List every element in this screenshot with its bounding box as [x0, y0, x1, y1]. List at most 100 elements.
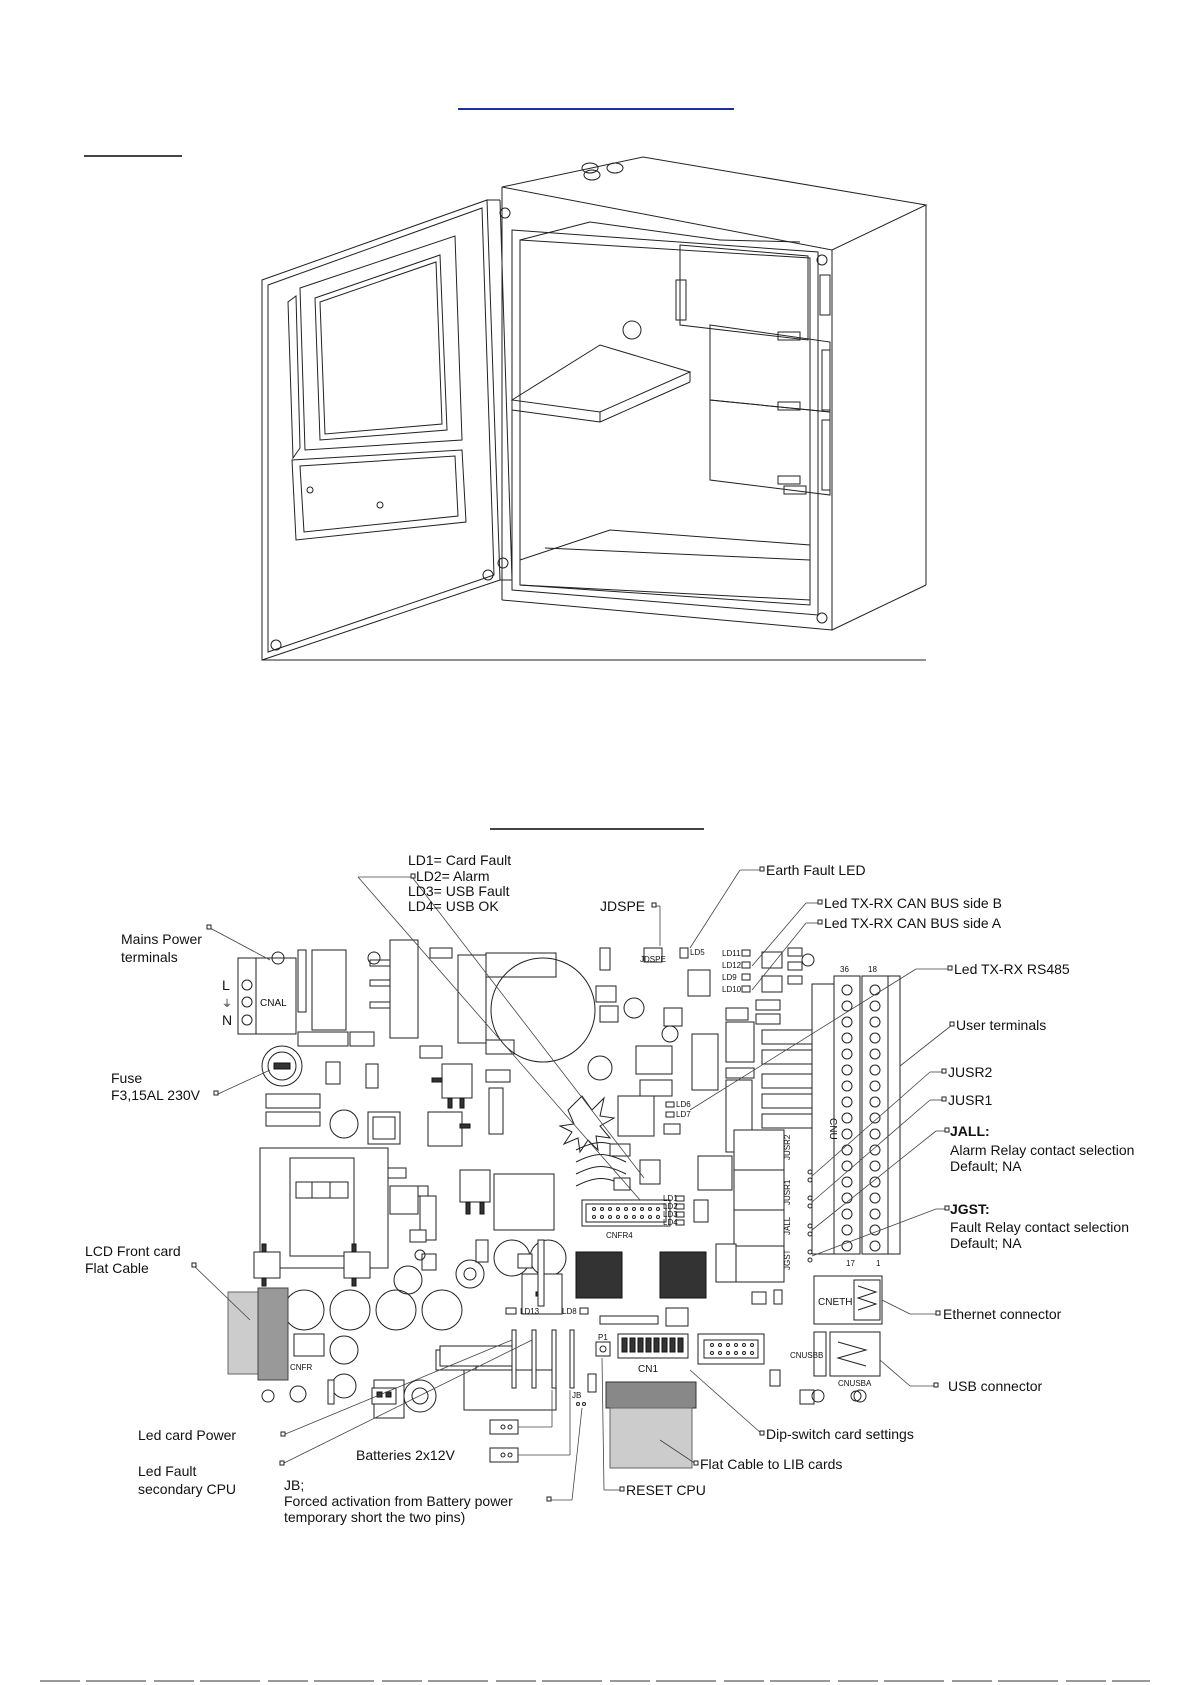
header-link-line	[458, 108, 734, 110]
cabinet-drawing	[261, 156, 928, 661]
jdspe-callout: JDSPE	[600, 898, 645, 914]
ethernet-callout: Ethernet connector	[943, 1306, 1062, 1322]
flat-lib-callout: Flat Cable to LIB cards	[700, 1456, 842, 1472]
cnal-terminal-block: L ⏚ N CNAL	[222, 957, 297, 1035]
cabinet-door	[261, 199, 513, 661]
ld9-mark: LD9	[722, 973, 737, 982]
jb-mark: JB	[572, 1391, 581, 1400]
section-rule-mid	[490, 828, 704, 830]
ld11-mark: LD11	[722, 949, 741, 958]
pcb-cpus: LD13 LD8 JB P1	[439, 1239, 862, 1469]
jb-callout-2: Forced activation from Battery power	[284, 1493, 513, 1509]
mains-callout-2: terminals	[121, 949, 178, 965]
cnusbb-pins	[710, 1343, 754, 1355]
ld3-legend: LD3= USB Fault	[408, 883, 510, 899]
callout-labels: LD1= Card Fault LD2= Alarm LD3= USB Faul…	[85, 852, 1134, 1525]
cnal-label-l: L	[222, 977, 230, 993]
earth-fault-callout: Earth Fault LED	[766, 862, 866, 878]
pcb-drawing: L ⏚ N CNAL	[85, 852, 1134, 1525]
pcb-lower-left: CNFR	[227, 1243, 485, 1419]
reset-callout: RESET CPU	[626, 1482, 706, 1498]
cnfr4-label: CNFR4	[606, 1231, 633, 1240]
ld1-mark: LD1	[663, 1194, 678, 1203]
jgst-callout-default: Default; NA	[950, 1235, 1022, 1251]
mains-callout-1: Mains Power	[121, 931, 202, 947]
ld2-mark: LD2	[663, 1202, 678, 1211]
pcb-mid-components: CNFR4 LD1 LD2 LD3 LD4 JDSPE	[459, 947, 733, 1277]
ld4-mark: LD4	[663, 1218, 678, 1227]
transformer	[259, 1147, 437, 1269]
leader-lines	[193, 869, 953, 1501]
term-18: 18	[868, 965, 877, 974]
lcd-callout-2: Flat Cable	[85, 1260, 149, 1276]
section-rule-top	[84, 155, 182, 157]
jb-callout-3: temporary short the two pins)	[284, 1509, 465, 1525]
cnfr4-pins	[592, 1207, 660, 1219]
cnfr-mark: CNFR	[290, 1363, 312, 1372]
cabinet-body	[262, 156, 928, 661]
cnu-screws	[841, 984, 881, 1252]
pcb-connectors-right: CNETH CNUSBB CNUSBA	[790, 1275, 883, 1388]
jall-callout-title: JALL:	[950, 1123, 990, 1139]
jall-callout-default: Default; NA	[950, 1158, 1022, 1174]
jgst-mark: JGST	[783, 1249, 792, 1270]
p1-mark: P1	[598, 1333, 608, 1342]
ld1-legend: LD1= Card Fault	[408, 852, 511, 868]
term-36: 36	[840, 965, 849, 974]
jall-callout-desc: Alarm Relay contact selection	[950, 1142, 1134, 1158]
pcb-left-components	[261, 939, 596, 1147]
ld1-ld4-leds: LD1 LD2 LD3 LD4	[663, 1194, 685, 1227]
ld3-mark: LD3	[663, 1210, 678, 1219]
fuse-callout-1: Fuse	[111, 1070, 142, 1086]
cnusba-mark: CNUSBA	[838, 1379, 872, 1388]
lcd-callout-1: LCD Front card	[85, 1243, 181, 1259]
ld10-mark: LD10	[722, 985, 742, 994]
usb-callout: USB connector	[948, 1378, 1042, 1394]
pcb-mounting-holes	[261, 951, 867, 1403]
jdspe-mark: JDSPE	[640, 955, 666, 964]
jusr2-callout: JUSR2	[948, 1064, 993, 1080]
jgst-callout-title: JGST:	[950, 1201, 990, 1217]
cnal-name: CNAL	[260, 998, 287, 1009]
battery-connectors	[489, 1419, 519, 1463]
led-card-power-callout: Led card Power	[138, 1427, 236, 1443]
cn1-mark: CN1	[638, 1364, 658, 1375]
jumper-column: JUSR2 JUSR1 JALL JGST	[783, 1134, 813, 1270]
led-fault-callout-1: Led Fault	[138, 1463, 196, 1479]
batteries-callout: Batteries 2x12V	[356, 1447, 455, 1463]
term-17: 17	[846, 1259, 855, 1268]
jusr1-callout: JUSR1	[948, 1092, 993, 1108]
jall-mark: JALL	[783, 1216, 792, 1235]
cnusbb-mark: CNUSBB	[790, 1351, 823, 1360]
jusr1-mark: JUSR1	[783, 1179, 792, 1205]
ld5-mark: LD5	[690, 948, 705, 957]
term-1: 1	[876, 1259, 881, 1268]
jgst-callout-desc: Fault Relay contact selection	[950, 1219, 1129, 1235]
jusr2-mark: JUSR2	[783, 1134, 792, 1160]
leader-markers	[191, 866, 955, 1502]
cn1-switches	[621, 1337, 684, 1353]
ld13-mark: LD13	[520, 1307, 540, 1316]
ld12-mark: LD12	[722, 961, 742, 970]
cneth-mark: CNETH	[818, 1297, 852, 1308]
cnal-label-earth: ⏚	[222, 998, 232, 1010]
cnu-mark: CNU	[827, 1118, 838, 1140]
ld2-legend: LD2= Alarm	[416, 868, 490, 884]
can-a-callout: Led TX-RX CAN BUS side A	[824, 915, 1002, 931]
fuse-callout-2: F3,15AL 230V	[111, 1087, 201, 1103]
dip-callout: Dip-switch card settings	[766, 1426, 914, 1442]
ld7-mark: LD7	[676, 1110, 691, 1119]
pcb-right-components: LD11 LD12 LD9 LD10	[715, 947, 813, 1283]
cnal-label-n: N	[222, 1012, 232, 1028]
cnu-terminal-block: 36 18 17 1 CNU	[811, 965, 901, 1268]
rs485-callout: Led TX-RX RS485	[954, 961, 1070, 977]
jb-callout-1: JB;	[284, 1477, 304, 1493]
ld8-mark: LD8	[562, 1307, 577, 1316]
ld6-mark: LD6	[676, 1100, 691, 1109]
ld4-legend: LD4= USB OK	[408, 898, 499, 914]
led-fault-callout-2: secondary CPU	[138, 1481, 236, 1497]
user-terminals-callout: User terminals	[956, 1017, 1046, 1033]
can-b-callout: Led TX-RX CAN BUS side B	[824, 895, 1002, 911]
